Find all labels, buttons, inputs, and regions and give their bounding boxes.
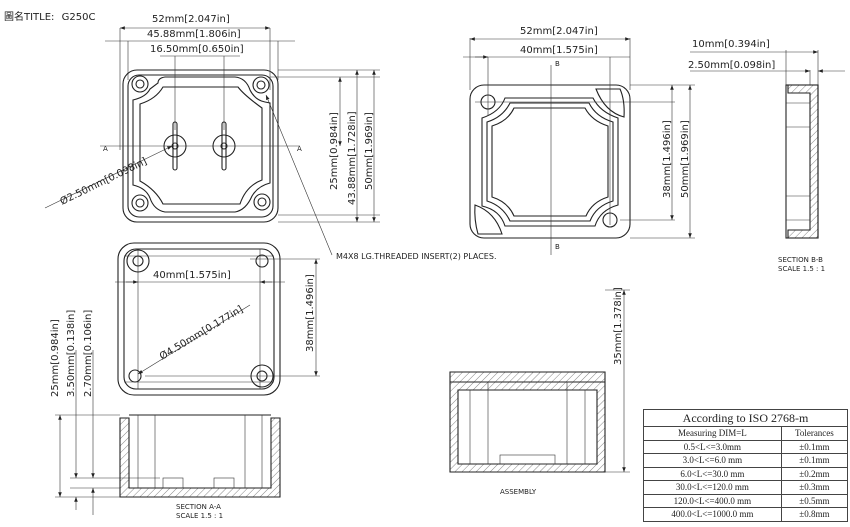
tolerance-cell: ±0.1mm: [780, 453, 849, 468]
dim-lid-38: 38mm[1.496in]: [662, 120, 673, 198]
screw-hole: [131, 194, 149, 212]
tolerance-table: According to ISO 2768-m Measuring DIM=L …: [643, 409, 849, 522]
section-mark-b-bottom: B: [555, 243, 560, 251]
tolerance-cell: ±0.5mm: [780, 493, 849, 508]
dim-lid-50: 50mm[1.969in]: [680, 120, 691, 198]
hole-diameter-4-50: Ø4.50mm[0.177in]: [157, 303, 245, 362]
dim-lid-thickness-10: 10mm[0.394in]: [692, 39, 770, 50]
screw-hole: [252, 76, 270, 94]
dim-lid-width-52: 52mm[2.047in]: [520, 26, 598, 37]
dim-boss-2-70: 2.70mm[0.106in]: [83, 310, 94, 397]
dim-width-52: 52mm[2.047in]: [152, 14, 230, 25]
section-b-caption: SECTION B-B: [778, 256, 823, 264]
tolerance-table-title: According to ISO 2768-m: [643, 409, 848, 427]
section-a-scale: SCALE 1.5 : 1: [176, 512, 223, 520]
dim-base-40: 40mm[1.575in]: [153, 270, 231, 281]
column-header: Measuring DIM=L: [643, 426, 782, 441]
drawing-title: 圖名TITLE: G250C: [4, 8, 95, 23]
range-cell: 3.0<L<=6.0 mm: [643, 453, 782, 468]
dim-insert-spacing: 16.50mm[0.650in]: [150, 44, 244, 55]
table-row: 30.0<L<=120.0 mm±0.3mm: [643, 480, 849, 495]
dim-lid-holes-40: 40mm[1.575in]: [520, 45, 598, 56]
screw-hole: [126, 249, 150, 273]
screw-hole: [255, 254, 269, 268]
table-row: 3.0<L<=6.0 mm±0.1mm: [643, 453, 849, 468]
table-row: 400.0<L<=1000.0 mm±0.8mm: [643, 507, 849, 522]
dim-height-43-88: 43.88mm[1.728in]: [347, 111, 358, 205]
section-b-b: 10mm[0.394in] 2.50mm[0.098in] SECTION B-…: [688, 39, 845, 273]
dim-height-50: 50mm[1.969in]: [364, 112, 375, 190]
dim-width-45-88: 45.88mm[1.806in]: [147, 29, 241, 40]
title-value: G250C: [61, 12, 96, 23]
tolerance-cell: ±0.8mm: [780, 507, 849, 522]
top-right-view: B B 52mm[2.047in] 40mm[1.575in] 38mm[1.4…: [463, 26, 695, 255]
section-b-scale: SCALE 1.5 : 1: [778, 265, 825, 273]
table-row: 120.0<L<=400.0 mm±0.5mm: [643, 493, 849, 508]
dim-height-25: 25mm[0.984in]: [329, 112, 340, 190]
table-row: 0.5<L<=3.0mm±0.1mm: [643, 439, 849, 454]
section-mark-a-left: A: [103, 145, 108, 153]
range-cell: 6.0<L<=30.0 mm: [643, 466, 782, 481]
range-cell: 120.0<L<=400.0 mm: [643, 493, 782, 508]
table-row: 6.0<L<=30.0 mm±0.2mm: [643, 466, 849, 481]
screw-hole: [253, 193, 271, 211]
assembly-view: 35mm[1.378in] ASSEMBLY: [449, 287, 630, 496]
tolerance-cell: ±0.3mm: [780, 480, 849, 495]
range-cell: 30.0<L<=120.0 mm: [643, 480, 782, 495]
column-header: Tolerances: [780, 426, 849, 441]
tolerance-cell: ±0.2mm: [780, 466, 849, 481]
bottom-left-view: 40mm[1.575in] 38mm[1.496in] Ø4.50mm[0.17…: [115, 242, 320, 396]
top-left-view: 52mm[2.047in] 45.88mm[1.806in] 16.50mm[0…: [44, 14, 496, 261]
hole-diameter-2-50: Ø2.50mm[0.098in]: [58, 155, 149, 208]
dim-depth-25: 25mm[0.984in]: [50, 319, 61, 397]
dim-floor-3-50: 3.50mm[0.138in]: [66, 310, 77, 397]
insert-note: M4X8 LG.THREADED INSERT(2) PLACES.: [336, 252, 496, 261]
title-label: 圖名TITLE:: [4, 12, 55, 23]
dim-lid-wall-2-50: 2.50mm[0.098in]: [688, 60, 775, 71]
screw-hole: [128, 369, 142, 383]
section-mark-a-right: A: [297, 145, 302, 153]
range-cell: 0.5<L<=3.0mm: [643, 439, 782, 454]
tolerance-cell: ±0.1mm: [780, 439, 849, 454]
section-a-a: 25mm[0.984in] 3.50mm[0.138in] 2.70mm[0.1…: [50, 310, 281, 520]
section-a-caption: SECTION A-A: [176, 503, 221, 511]
dim-assembly-35: 35mm[1.378in]: [613, 287, 624, 365]
assembly-caption: ASSEMBLY: [500, 488, 537, 496]
section-mark-b-top: B: [555, 60, 560, 68]
dim-base-38: 38mm[1.496in]: [305, 274, 316, 352]
screw-hole: [131, 75, 149, 93]
range-cell: 400.0<L<=1000.0 mm: [643, 507, 782, 522]
